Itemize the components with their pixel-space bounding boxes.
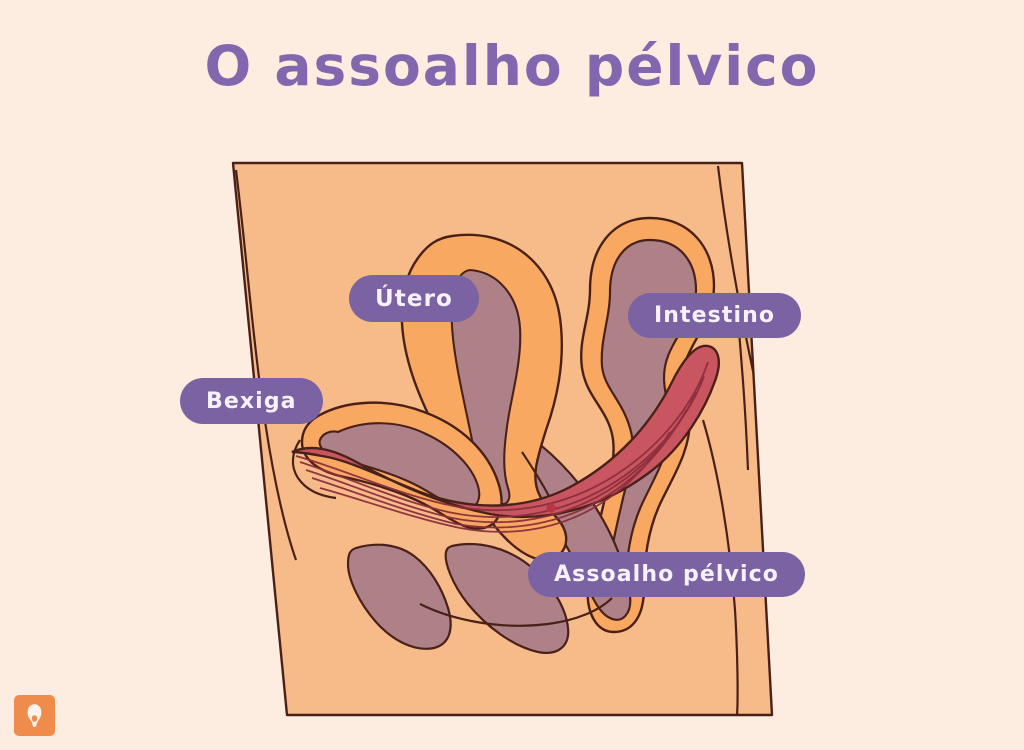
bladder-organ: [291, 401, 503, 530]
pelvic-floor-muscle: [291, 344, 720, 533]
label-bladder[interactable]: Bexiga: [180, 378, 323, 424]
page-title: O assoalho pélvico: [204, 34, 820, 98]
label-uterus[interactable]: Útero: [349, 275, 479, 322]
perineal-structures: [346, 542, 613, 654]
brand-logo[interactable]: [14, 695, 55, 736]
label-pelvic-floor[interactable]: Assoalho pélvico: [528, 552, 805, 597]
label-intestine[interactable]: Intestino: [628, 293, 802, 338]
muscle-center-marker: [546, 503, 556, 513]
tulip-drop-icon: [24, 703, 45, 728]
